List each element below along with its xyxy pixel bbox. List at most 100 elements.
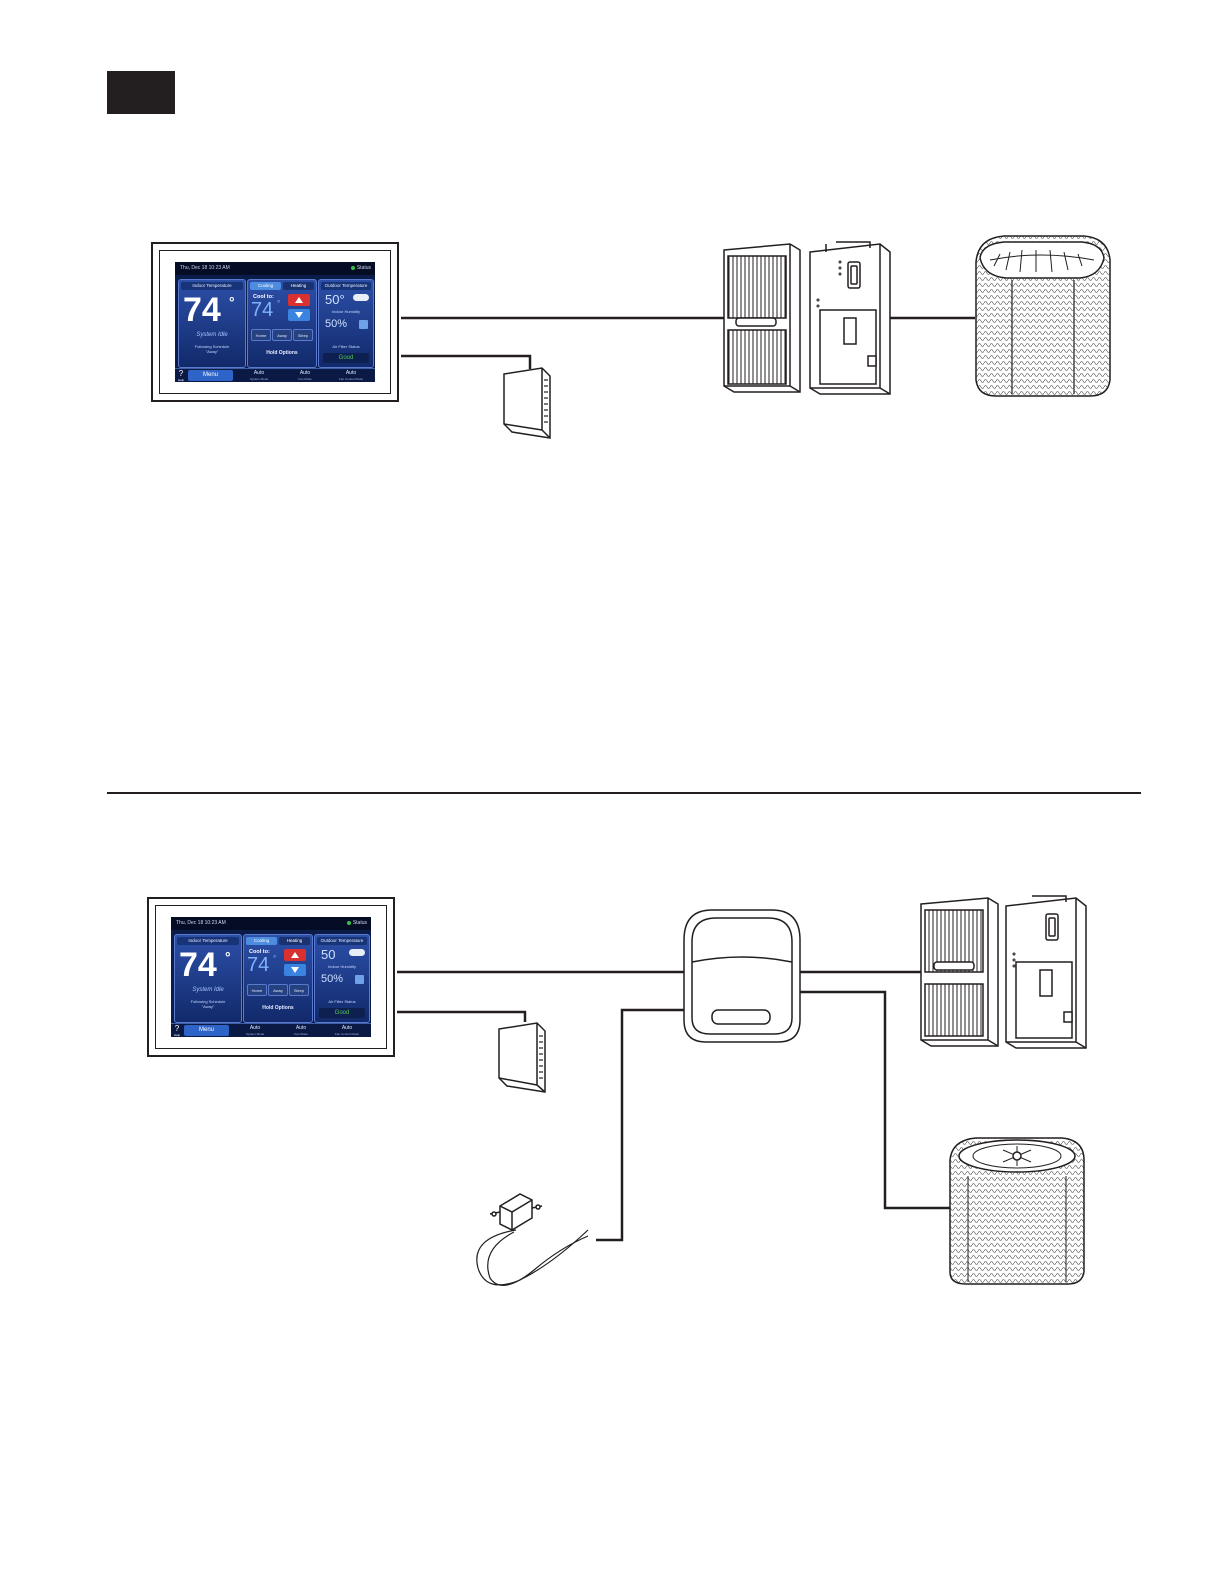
cloud-icon [353, 294, 369, 301]
tab-heating[interactable]: Heating [283, 282, 314, 290]
air-handler-icon [1005, 895, 1087, 1049]
degree-symbol: ° [225, 949, 231, 965]
status-dot-icon [346, 920, 351, 925]
setpoint-degree: ° [277, 299, 281, 308]
help-button[interactable]: ?Help [171, 1024, 183, 1037]
indoor-temp-header: Indoor Temperature [181, 282, 243, 290]
degree-symbol: ° [229, 294, 235, 310]
wire-panel-to-outdoor-sensor [596, 1008, 684, 1242]
comfort-control-panel-icon [683, 909, 801, 1043]
help-button[interactable]: ?Help [175, 369, 187, 382]
system-status: System Idle [192, 987, 224, 993]
furnace-icon [723, 243, 801, 393]
air-filter-label: Air Filter Status [328, 999, 356, 1004]
tab-cooling[interactable]: Cooling [250, 282, 281, 290]
mode-away-button[interactable]: Away [272, 329, 292, 341]
outdoor-temp-value: 50 [321, 947, 336, 962]
section-divider [107, 792, 1141, 794]
mode-home-button[interactable]: Home [247, 984, 267, 996]
outdoor-temp-value: 50° [325, 292, 345, 307]
temp-up-button[interactable] [288, 294, 310, 306]
setpoint-panel: Cooling Heating Cool to: 74 ° Home Away … [247, 279, 317, 368]
indoor-humidity-label: Indoor Humidity [327, 964, 356, 969]
wall-sensor-icon [503, 367, 551, 439]
cool-to-label: Cool to: [253, 294, 274, 300]
temp-up-button[interactable] [284, 949, 306, 961]
air-filter-status[interactable]: Good [323, 353, 369, 363]
status-indicator[interactable]: Status [346, 917, 367, 930]
temp-down-button[interactable] [284, 964, 306, 976]
setpoint-panel: Cooling Heating Cool to: 74 ° Home Away … [243, 934, 313, 1023]
schedule-text: Following Schedule"Away" [190, 999, 226, 1009]
section-tab-marker [107, 71, 175, 114]
setpoint-value: 74 [247, 954, 270, 976]
humidity-value: 50% [325, 318, 348, 330]
status-dot-icon [350, 265, 355, 270]
thermostat-bezel [159, 250, 391, 394]
outdoor-temp-header: Outdoor Temperature [321, 282, 371, 290]
hold-options-button[interactable]: Hold Options [262, 1005, 294, 1011]
thermostat-top[interactable]: Thu, Dec 18 10:23 AM Status Indoor Tempe… [151, 242, 399, 402]
outdoor-temperature-sensor-icon [476, 1193, 589, 1286]
temp-down-button[interactable] [288, 309, 310, 321]
wall-sensor-icon [498, 1022, 546, 1093]
mode-sleep-button[interactable]: Sleep [289, 984, 309, 996]
setpoint-degree: ° [273, 954, 277, 963]
schedule-text: Following Schedule"Away" [194, 344, 230, 354]
indoor-temp-panel: Indoor Temperature 74 ° System Idle Foll… [174, 934, 242, 1023]
hold-options-button[interactable]: Hold Options [266, 350, 298, 356]
thermostat-bezel [155, 905, 387, 1049]
furnace-icon [920, 897, 999, 1047]
mode-home-button[interactable]: Home [251, 329, 271, 341]
thermostat-bottom[interactable]: Thu, Dec 18 10:23 AM Status Indoor Tempe… [147, 897, 395, 1057]
status-bar: Thu, Dec 18 10:23 AM Status [175, 262, 375, 275]
air-filter-status[interactable]: Good [319, 1008, 365, 1018]
tab-cooling[interactable]: Cooling [246, 937, 277, 945]
condenser-icon [949, 1137, 1085, 1285]
air-filter-label: Air Filter Status [332, 344, 360, 349]
indoor-temp-value: 74 [179, 946, 217, 984]
status-label: Status [356, 265, 371, 271]
outdoor-temp-header: Outdoor Temperature [317, 937, 367, 945]
mode-sleep-button[interactable]: Sleep [293, 329, 313, 341]
setpoint-value: 74 [251, 299, 274, 321]
thermostat-screen[interactable]: Thu, Dec 18 10:23 AM Status Indoor Tempe… [175, 262, 375, 382]
system-status: System Idle [196, 332, 228, 338]
outdoor-panel: Outdoor Temperature 50° Indoor Humidity … [318, 279, 374, 368]
wire-panel-to-condenser [798, 990, 950, 1210]
condenser-icon [975, 235, 1111, 397]
thermostat-screen[interactable]: Thu, Dec 18 10:23 AM Status Indoor Tempe… [171, 917, 371, 1037]
menu-button[interactable]: Menu [184, 1025, 229, 1036]
indoor-temp-panel: Indoor Temperature 74 ° System Idle Foll… [178, 279, 246, 368]
air-handler-icon [809, 241, 891, 395]
humidity-value: 50% [321, 973, 344, 985]
indoor-temp-header: Indoor Temperature [177, 937, 239, 945]
indoor-humidity-label: Indoor Humidity [331, 309, 360, 314]
menu-button[interactable]: Menu [188, 370, 233, 381]
mode-away-button[interactable]: Away [268, 984, 288, 996]
outdoor-panel: Outdoor Temperature 50 Indoor Humidity 5… [314, 934, 370, 1023]
humidity-icon [355, 975, 364, 984]
cool-to-label: Cool to: [249, 949, 270, 955]
tab-heating[interactable]: Heating [279, 937, 310, 945]
wire-thermostat-to-sensor-2 [397, 1010, 527, 1022]
status-bar: Thu, Dec 18 10:23 AM Status [171, 917, 371, 930]
humidity-icon [359, 320, 368, 329]
cloud-icon [349, 949, 365, 956]
date-time: Thu, Dec 18 10:23 AM [180, 265, 230, 271]
date-time: Thu, Dec 18 10:23 AM [176, 920, 226, 926]
indoor-temp-value: 74 [183, 291, 221, 329]
status-label: Status [352, 920, 367, 926]
wire-thermostat-to-sensor [401, 354, 532, 369]
status-indicator[interactable]: Status [350, 262, 371, 275]
